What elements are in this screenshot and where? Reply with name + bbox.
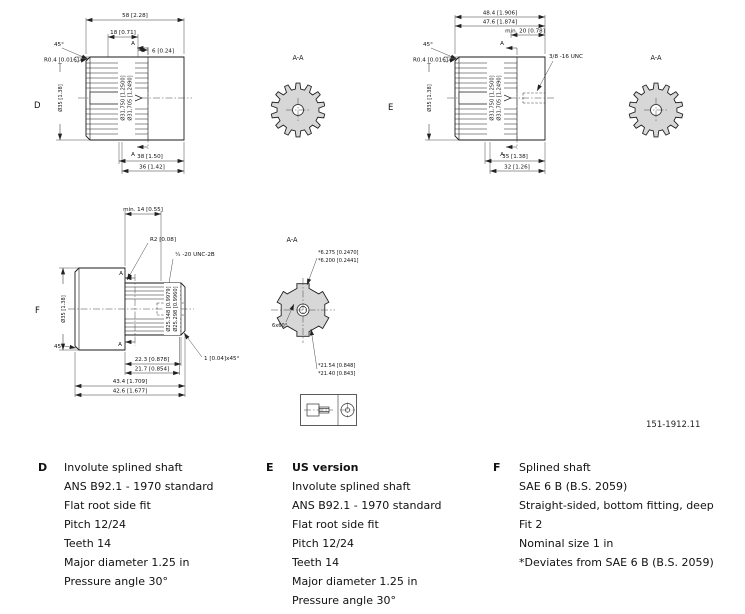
dim-dia-major-min: Ø31.705 [1.2490] (496, 75, 503, 120)
section-marker-top: A (119, 271, 123, 277)
dim-dia-major-min: Ø31.705 [1.2490] (127, 75, 134, 120)
dim-length-18: 18 [0.71] (110, 30, 136, 36)
spec-letter-d: D (38, 461, 48, 474)
spline-gear-e (628, 82, 684, 138)
dim-length-434: 43.4 [1.709] (113, 379, 148, 385)
section-marker-top: A (131, 41, 135, 47)
spline-section-pictogram (340, 402, 355, 418)
section-marker-bottom: A (500, 152, 504, 158)
spec-letter-f: F (493, 461, 501, 474)
spec-line: Teeth 14 (292, 556, 340, 569)
section-title-e: A-A (650, 54, 662, 62)
spline-teeth-lines (86, 62, 148, 135)
dim-dia-outer: Ø35 [1.38] (57, 84, 64, 111)
dim-chamfer-angle: 45° (54, 42, 64, 48)
dim-length-max: 48.4 [1.906] (483, 11, 518, 17)
view-letter-d: D (34, 101, 41, 111)
dim-dia-major-min: Ø25.298 [0.9960] (172, 286, 179, 331)
dim-thread-callout: 3/8 -16 UNC (549, 54, 583, 60)
dim-dia-outer: Ø35 [1.38] (60, 295, 67, 322)
dim-chamfer-angle: 45° (54, 344, 64, 350)
spec-lines-e: US version Involute splined shaft ANS B9… (292, 458, 442, 610)
dim-tooth-width-max: *6.275 [0.2470] (318, 250, 359, 256)
spec-title: US version (292, 461, 359, 474)
spec-line: Flat root side fit (64, 499, 151, 512)
spec-line: *Deviates from SAE 6 B (B.S. 2059) (519, 556, 714, 569)
dim-tooth-spacing: 6x60° (272, 323, 288, 329)
spec-column-e: E US version Involute splined shaft ANS … (266, 458, 442, 610)
view-letter-e: E (388, 103, 393, 113)
spec-line: ANS B92.1 - 1970 standard (292, 499, 442, 512)
drawing-e-dimensions: 48.4 [1.906] 47.6 [1.874] min. 20 [0.78]… (412, 11, 583, 174)
dim-dia-major-max: Ø25.348 [0.9979] (165, 286, 172, 331)
drawing-f-dimensions: min. 14 [0.55] R2 [0.08] ¼ -20 UNC-2B A … (54, 207, 240, 398)
dim-spline-min-length: min. 14 [0.55] (123, 207, 163, 213)
dim-length-min: 47.6 [1.874] (483, 20, 518, 26)
spec-line: Nominal size 1 in (519, 537, 614, 550)
section-view-e: A-A (628, 54, 684, 138)
spec-line: SAE 6 B (B.S. 2059) (519, 480, 628, 493)
dim-fillet-radius: R0.4 [0.016] (413, 58, 448, 64)
spec-line: Pressure angle 30° (292, 594, 396, 607)
dim-length-6: 6 [0.24] (152, 49, 174, 55)
dim-length-32: 32 [1.26] (504, 165, 530, 171)
dim-minor-dia-max: *21.54 [0.848] (318, 363, 355, 369)
shaft-pictogram (304, 403, 333, 417)
dim-chamfer-angle: 45° (423, 42, 433, 48)
spec-column-d: D Involute splined shaft ANS B92.1 - 197… (38, 458, 214, 591)
spline-gear-d (270, 82, 326, 138)
spline-profile-f (271, 278, 335, 343)
spec-line: Pitch 12/24 (292, 537, 354, 550)
spec-line: Pitch 12/24 (64, 518, 126, 531)
dim-thread-callout: ¼ -20 UNC-2B (175, 252, 215, 258)
drawing-d-dimensions: 58 [2.28] 18 [0.71] 6 [0.24] Ø35 [1.38] … (43, 13, 185, 174)
spec-line: Straight-sided, bottom fitting, deep (519, 499, 714, 512)
dim-fillet-radius: R0.4 [0.016] (44, 58, 79, 64)
section-title-f: A-A (286, 236, 298, 244)
spec-line: Flat root side fit (292, 518, 379, 531)
spec-lines-d: Involute splined shaft ANS B92.1 - 1970 … (64, 458, 214, 591)
spec-line: Fit 2 (519, 518, 543, 531)
dim-length-217: 21.7 [0.854] (135, 367, 170, 373)
dim-dia-major-max: Ø31.750 [1.2500] (120, 75, 127, 120)
spec-line: Involute splined shaft (292, 480, 411, 493)
legend-box (300, 394, 357, 426)
section-view-f: A-A *6.275 [0.2470] *6.200 [0.2441] 6x60… (271, 236, 359, 377)
section-marker-bottom: A (131, 152, 135, 158)
spline-teeth-lines (455, 62, 517, 135)
dim-fillet-radius: R2 [0.08] (150, 237, 176, 243)
spec-line: Pressure angle 30° (64, 575, 168, 588)
section-marker-top: A (500, 41, 504, 47)
dim-minor-dia-min: *21.40 [0.843] (318, 371, 355, 377)
dim-tooth-width-min: *6.200 [0.2441] (318, 258, 359, 264)
spec-column-f: F Splined shaft SAE 6 B (B.S. 2059) Stra… (493, 458, 714, 572)
spec-line: ANS B92.1 - 1970 standard (64, 480, 214, 493)
drawing-f: F min. 14 [0.55] R2 [0.08 (35, 207, 240, 398)
view-letter-f: F (35, 306, 40, 316)
dim-length-36: 36 [1.42] (139, 165, 165, 171)
dim-length-35: 35 [1.38] (502, 154, 528, 160)
doc-number: 151-1912.11 (646, 420, 701, 430)
dim-length-426: 42.6 [1.677] (113, 389, 148, 395)
spec-line: Major diameter 1.25 in (64, 556, 190, 569)
dim-length-total: 58 [2.28] (122, 13, 148, 19)
dim-length-223: 22.3 [0.878] (135, 357, 170, 363)
dim-length-38: 38 [1.50] (137, 154, 163, 160)
dim-dia-outer: Ø35 [1.38] (426, 84, 433, 111)
spec-line: Involute splined shaft (64, 461, 183, 474)
spec-letter-e: E (266, 461, 274, 474)
section-marker-bottom: A (118, 342, 122, 348)
section-view-d: A-A (270, 54, 326, 138)
drawing-e: E 48.4 [1.906] (388, 11, 583, 174)
section-title-d: A-A (292, 54, 304, 62)
dim-dia-major-max: Ø31.750 [1.2500] (489, 75, 496, 120)
spec-lines-f: Splined shaft SAE 6 B (B.S. 2059) Straig… (519, 458, 714, 572)
spec-line: Teeth 14 (64, 537, 112, 550)
drawing-d: D 58 [2.28] 18 [0.71] (34, 13, 192, 174)
dim-end-chamfer: 1 [0.04]x45° (204, 356, 240, 362)
spec-line: Splined shaft (519, 461, 591, 474)
dim-thread-depth: min. 20 [0.78] (505, 29, 545, 35)
tapped-hole-hidden-lines (522, 92, 545, 104)
spec-line: Major diameter 1.25 in (292, 575, 418, 588)
